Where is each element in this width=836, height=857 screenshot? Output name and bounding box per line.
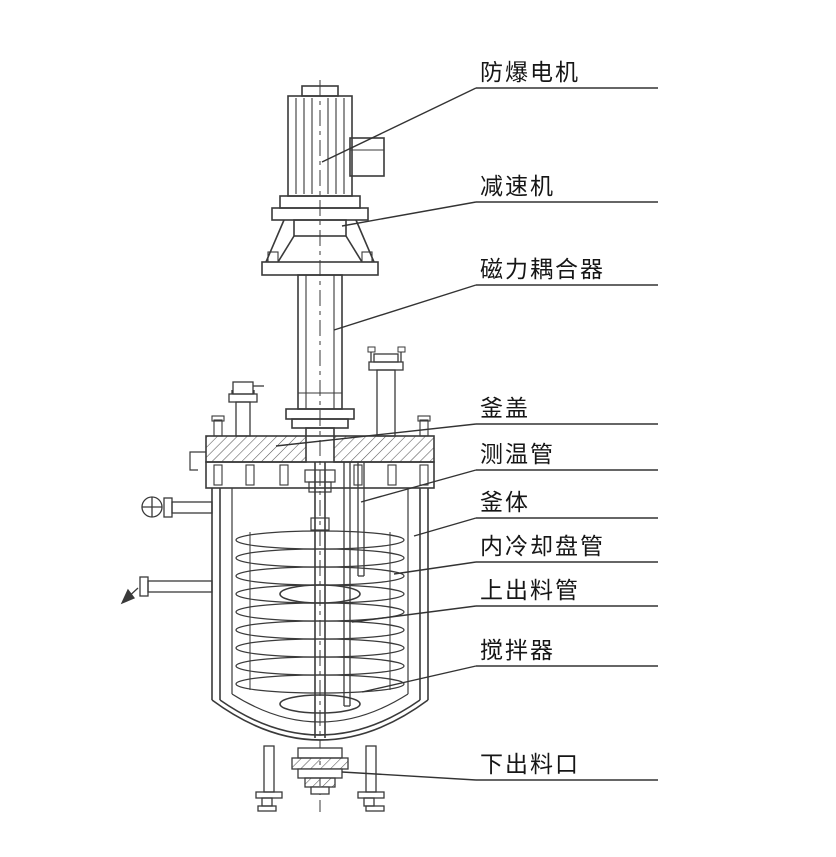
bottom-discharge: [291, 747, 349, 795]
leader-cooling-coil: [393, 561, 658, 575]
label-cooling-coil: 内冷却盘管: [480, 534, 605, 560]
leader-magnetic-coupler: [333, 284, 658, 331]
leader-kettle-body: [413, 517, 658, 537]
label-kettle-body: 釜体: [480, 490, 530, 516]
leader-lines: [275, 87, 658, 781]
reducer: [261, 207, 379, 276]
motor: [279, 85, 361, 209]
terminal-box: [349, 137, 385, 177]
label-upper-discharge-pipe: 上出料管: [480, 578, 580, 604]
agitator-paddle-lower: [279, 694, 361, 714]
leader-agitator: [361, 665, 658, 693]
label-kettle-lid: 釜盖: [480, 396, 530, 422]
label-motor: 防爆电机: [480, 60, 580, 86]
kettle-body: [211, 488, 429, 741]
leader-thermowell: [360, 469, 658, 503]
magnetic-coupler: [285, 274, 355, 437]
label-magnetic-coupler: 磁力耦合器: [480, 257, 605, 283]
agitator-paddle-upper: [279, 584, 361, 604]
label-reducer: 减速机: [480, 174, 555, 200]
leader-reducer: [341, 201, 658, 227]
label-thermowell: 测温管: [480, 442, 555, 468]
thermowell-tube: [357, 462, 365, 577]
labels: 防爆电机 减速机 磁力耦合器 釜盖 测温管 釜体 内冷却盘管 上出料管 搅拌器 …: [480, 60, 605, 778]
support-leg-right: [357, 745, 385, 812]
leader-lower-discharge: [341, 771, 658, 781]
agitator: [279, 462, 361, 738]
leader-kettle-lid: [275, 423, 658, 447]
side-nozzle: [120, 576, 213, 605]
leader-upper-discharge: [351, 605, 658, 623]
label-agitator: 搅拌器: [480, 638, 555, 664]
upper-discharge-tube: [343, 462, 351, 707]
cooling-coil: [235, 530, 405, 694]
leader-motor: [321, 87, 658, 163]
lid-nozzle-left: [228, 381, 264, 437]
reactor-drawing: [120, 80, 435, 812]
support-leg-left: [255, 745, 283, 812]
label-lower-discharge-port: 下出料口: [480, 752, 580, 778]
lid-nozzle-right: [367, 346, 406, 437]
side-valve: [141, 496, 213, 518]
